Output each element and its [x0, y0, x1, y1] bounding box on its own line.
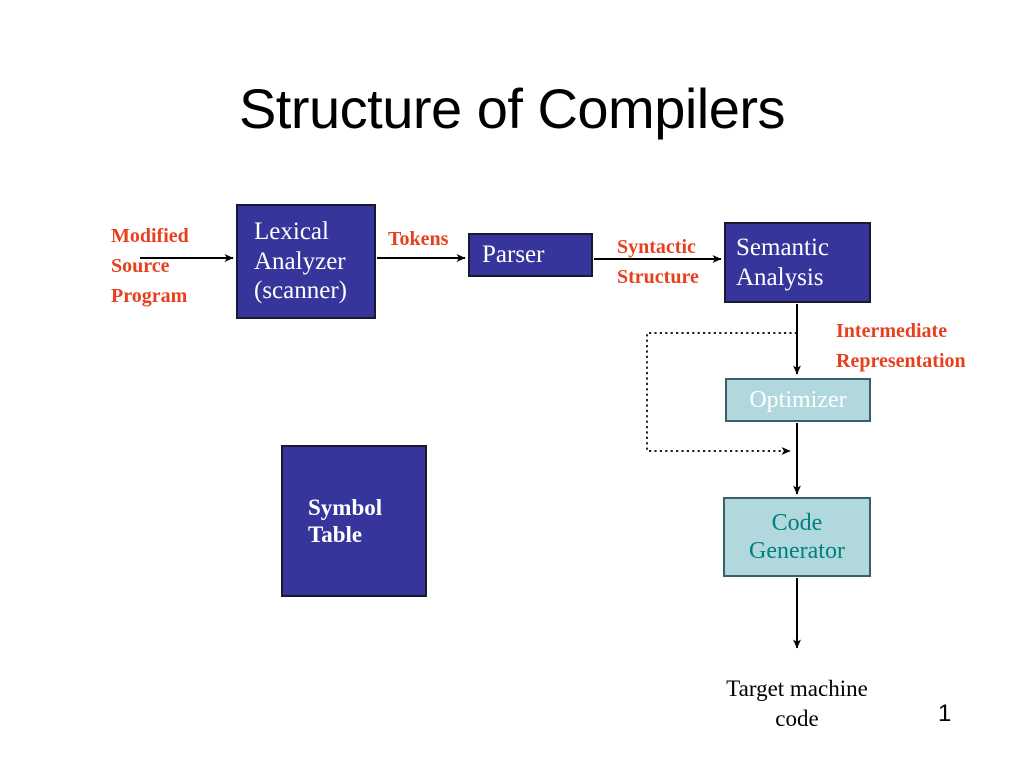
- node-symbol-table[interactable]: Symbol Table: [281, 445, 427, 597]
- node-label-line: Generator: [749, 538, 845, 564]
- page-number: 1: [938, 700, 952, 727]
- edge-label-modified-source-program: Modified Source Program: [111, 221, 189, 311]
- edge-label-line: Intermediate: [836, 320, 948, 342]
- node-optimizer[interactable]: Optimizer: [725, 378, 871, 422]
- node-label-line: Symbol: [308, 494, 383, 520]
- edge-label-tokens: Tokens: [388, 224, 448, 254]
- edge-label-line: Representation: [836, 350, 966, 372]
- node-label-line: Lexical: [254, 218, 329, 246]
- node-parser[interactable]: Parser: [468, 233, 593, 277]
- node-label-line: Code: [771, 509, 823, 536]
- edge-label-line: Modified: [111, 225, 189, 247]
- edge-label-line: code: [775, 706, 819, 732]
- edge-label-line: Syntactic: [617, 236, 696, 258]
- edge-label-line: Program: [111, 285, 188, 307]
- edge-label-line: Structure: [617, 266, 699, 288]
- edge-label-syntactic-structure: Syntactic Structure: [617, 232, 699, 292]
- edge-label-intermediate-representation: Intermediate Representation: [836, 316, 966, 376]
- node-lexical-analyzer[interactable]: Lexical Analyzer (scanner): [236, 204, 376, 319]
- node-label-line: Analysis: [736, 263, 824, 291]
- edge-label-line: Tokens: [388, 228, 449, 250]
- node-code-generator[interactable]: Code Generator: [723, 497, 871, 577]
- page-title: Structure of Compilers: [238, 77, 786, 140]
- node-label-line: Analyzer: [254, 247, 346, 275]
- node-label-line: Table: [308, 522, 363, 547]
- node-label-line: Optimizer: [749, 386, 847, 413]
- edge-label-line: Source: [111, 255, 170, 277]
- node-semantic-analysis[interactable]: Semantic Analysis: [724, 222, 871, 303]
- node-label-line: (scanner): [254, 277, 347, 305]
- node-label-line: Parser: [482, 241, 545, 269]
- edge-label-target-machine-code: Target machine code: [692, 674, 902, 735]
- edge-label-line: Target machine: [726, 676, 868, 701]
- node-label-line: Semantic: [736, 234, 830, 261]
